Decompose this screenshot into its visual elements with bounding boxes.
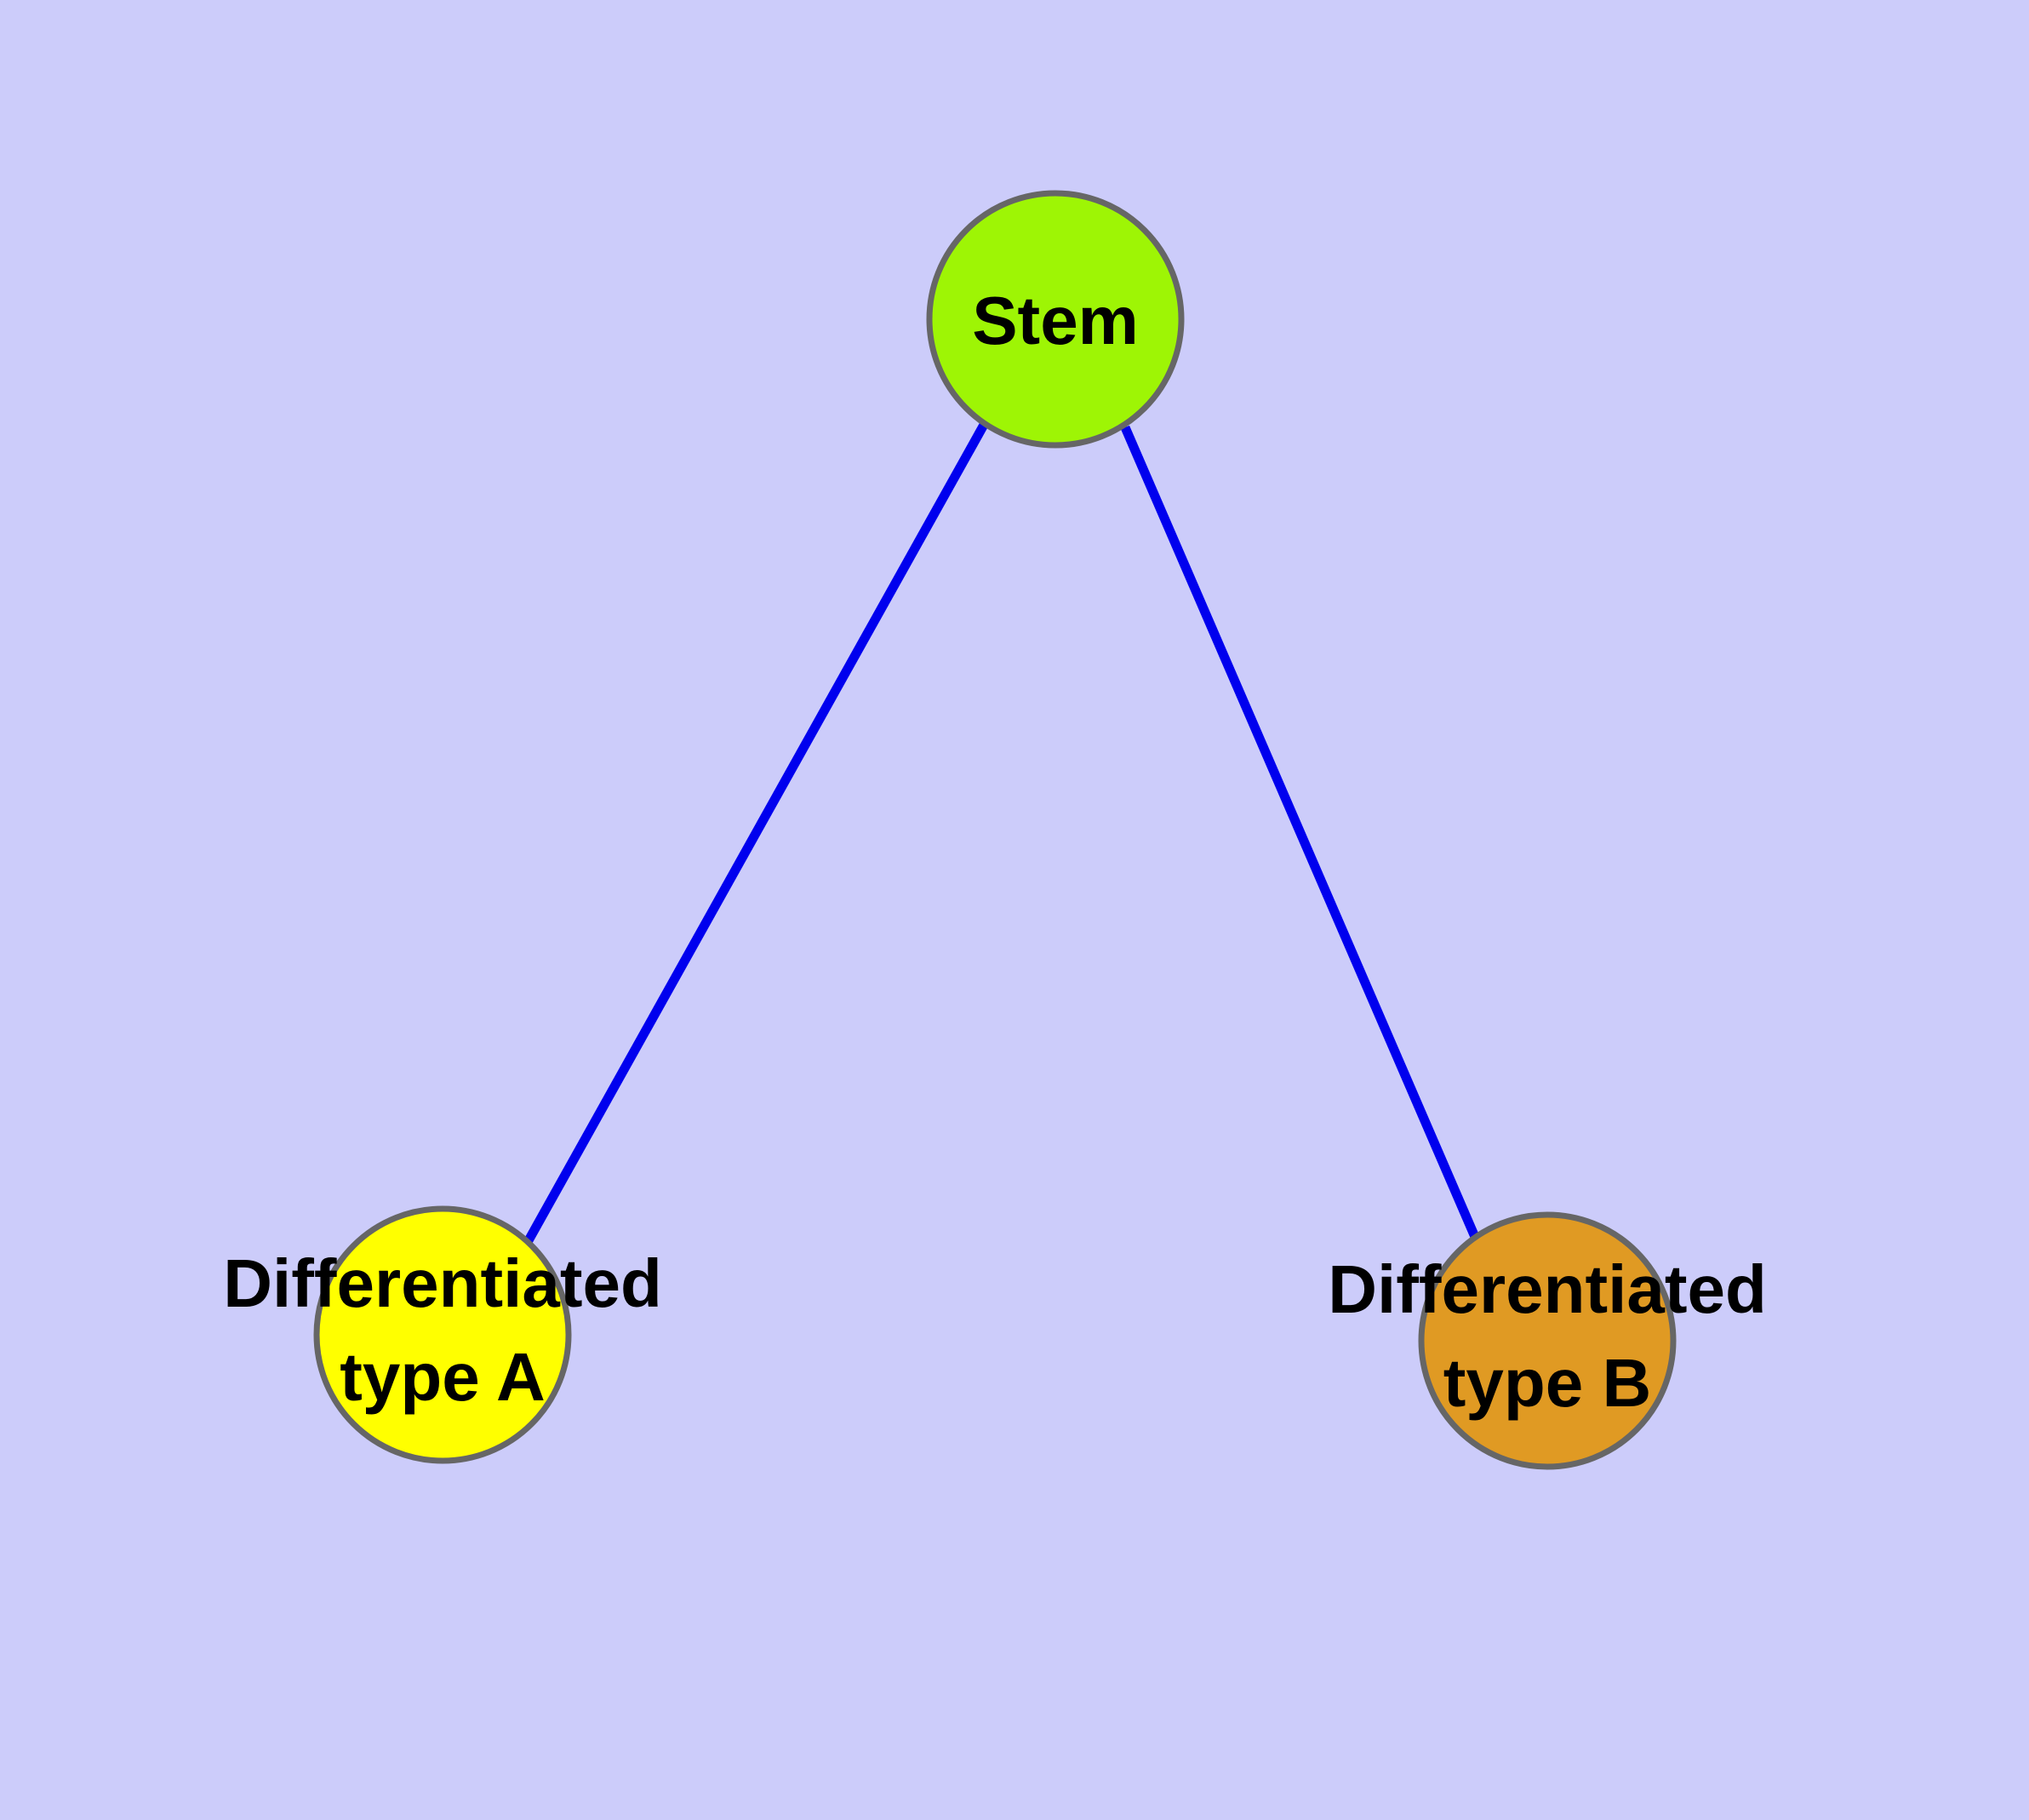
node-stem[interactable]: Stem <box>926 190 1185 449</box>
node-stem-circle[interactable] <box>926 190 1185 449</box>
edge-stem-to-differentiated-type-b[interactable] <box>1120 425 1480 1239</box>
node-differentiated-type-b-circle[interactable] <box>1418 1211 1677 1470</box>
node-differentiated-type-a[interactable]: Differentiated type A <box>223 1205 662 1464</box>
node-differentiated-type-b[interactable]: Differentiated type B <box>1328 1211 1767 1470</box>
node-differentiated-type-a-label-line1: Differentiated <box>223 1245 662 1321</box>
edge-layer <box>523 422 1480 1245</box>
node-differentiated-type-a-circle[interactable] <box>313 1205 572 1464</box>
node-differentiated-type-a-label-line2: type A <box>340 1339 546 1415</box>
node-stem-label: Stem <box>972 283 1139 358</box>
node-layer: Stem Differentiated type A Differentiate… <box>223 190 1767 1470</box>
node-differentiated-type-b-label-line2: type B <box>1443 1345 1652 1421</box>
edge-stem-to-differentiated-type-a[interactable] <box>523 422 988 1245</box>
node-differentiated-type-b-label-line1: Differentiated <box>1328 1251 1767 1327</box>
